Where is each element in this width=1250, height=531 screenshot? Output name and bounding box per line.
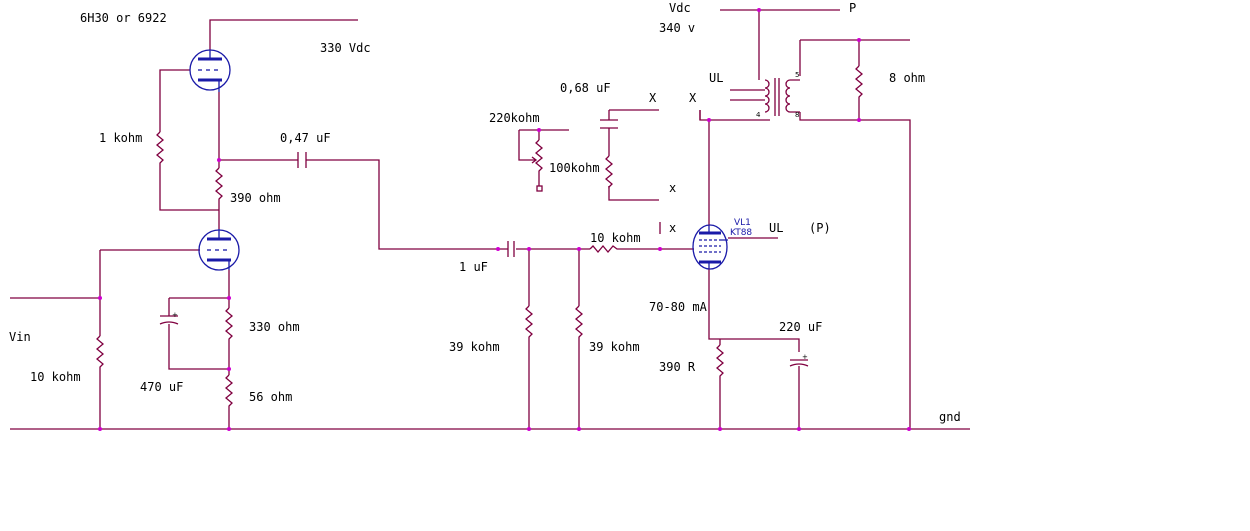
tube-lower xyxy=(198,229,240,271)
label-r-330: 330 ohm xyxy=(249,320,300,334)
resistor-1k xyxy=(155,131,165,166)
label-b-plus-330: 330 Vdc xyxy=(320,41,371,55)
c220-wire xyxy=(720,338,800,429)
label-x3: x xyxy=(669,181,676,195)
capacitor-220-polarity: + xyxy=(802,353,808,361)
capacitor-470-polarity: + xyxy=(172,311,178,319)
tube-upper xyxy=(189,49,231,92)
resistor-10k-grid xyxy=(589,244,620,254)
bypass-cap-wire xyxy=(168,297,229,370)
label-r-8ohm: 8 ohm xyxy=(889,71,925,85)
label-c-470: 470 uF xyxy=(140,380,183,394)
resistor-390R xyxy=(715,344,725,383)
pot-wiper-arrow xyxy=(530,156,538,164)
c068-wire xyxy=(608,109,659,201)
label-ul-right: UL xyxy=(769,221,783,235)
wires xyxy=(10,9,970,430)
label-vdc: Vdc xyxy=(669,1,691,15)
label-current: 70-80 mA xyxy=(649,300,708,314)
label-r-39k-a: 39 kohm xyxy=(449,340,500,354)
label-r-56: 56 ohm xyxy=(249,390,292,404)
capacitor-1u xyxy=(505,241,515,257)
label-pot-220k: 220kohm xyxy=(489,111,540,125)
resistor-100k xyxy=(604,155,614,189)
pot-terminal xyxy=(536,185,543,192)
cathode2-wire xyxy=(708,268,721,429)
label-vin: Vin xyxy=(9,330,31,344)
label-r-390R: 390 R xyxy=(659,360,696,374)
resistor-390-top xyxy=(214,167,224,204)
label-tap-5: 5 xyxy=(795,71,799,79)
label-tap-8: 8 xyxy=(795,111,799,119)
label-tube1-type: 6H30 or 6922 xyxy=(80,11,167,25)
resistor-56 xyxy=(224,374,234,411)
ul-taps xyxy=(730,89,765,101)
label-r-10k-grid: 10 kohm xyxy=(590,231,641,245)
label-r-100k: 100kohm xyxy=(549,161,600,175)
pot-wire xyxy=(518,129,569,161)
resistor-10k-in xyxy=(95,335,105,368)
label-x4: x xyxy=(669,221,676,235)
label-c-068: 0,68 uF xyxy=(560,81,611,95)
label-x2: X xyxy=(689,91,697,105)
label-p-top: P xyxy=(849,1,856,15)
label-p-right: (P) xyxy=(809,221,831,235)
capacitor-068 xyxy=(600,119,618,129)
output-transformer xyxy=(764,78,800,116)
upper-grid-loop xyxy=(159,69,219,211)
label-r-1k: 1 kohm xyxy=(99,131,142,145)
resistor-330 xyxy=(224,307,234,340)
resistor-39k-b xyxy=(574,305,584,342)
label-tap-4: 4 xyxy=(756,111,761,119)
label-c-1u: 1 uF xyxy=(459,260,488,274)
label-tube2-ref: VL1 xyxy=(734,218,751,228)
capacitor-220 xyxy=(789,359,809,367)
label-c-220: 220 uF xyxy=(779,320,822,334)
label-r-10k-in: 10 kohm xyxy=(30,370,81,384)
label-tube2-type: KT88 xyxy=(730,228,752,238)
label-r-39k-b: 39 kohm xyxy=(589,340,640,354)
label-c-047: 0,47 uF xyxy=(280,131,331,145)
capacitor-047 xyxy=(297,152,307,168)
potentiometer-220k xyxy=(534,139,544,174)
secondary-wire xyxy=(799,39,911,429)
label-x1: X xyxy=(649,91,657,105)
label-v340: 340 v xyxy=(659,21,695,35)
label-ul-left: UL xyxy=(709,71,723,85)
resistor-39k-a xyxy=(524,305,534,342)
junction-nodes xyxy=(98,8,911,431)
resistor-8ohm xyxy=(854,65,864,98)
b-plus-wire xyxy=(209,19,358,50)
tube-kt88 xyxy=(692,224,728,270)
capacitor-470 xyxy=(159,315,179,325)
vdc-rail xyxy=(720,9,840,80)
label-r-390-top: 390 ohm xyxy=(230,191,281,205)
label-gnd: gnd xyxy=(939,410,961,424)
coupling-wire xyxy=(219,159,505,250)
